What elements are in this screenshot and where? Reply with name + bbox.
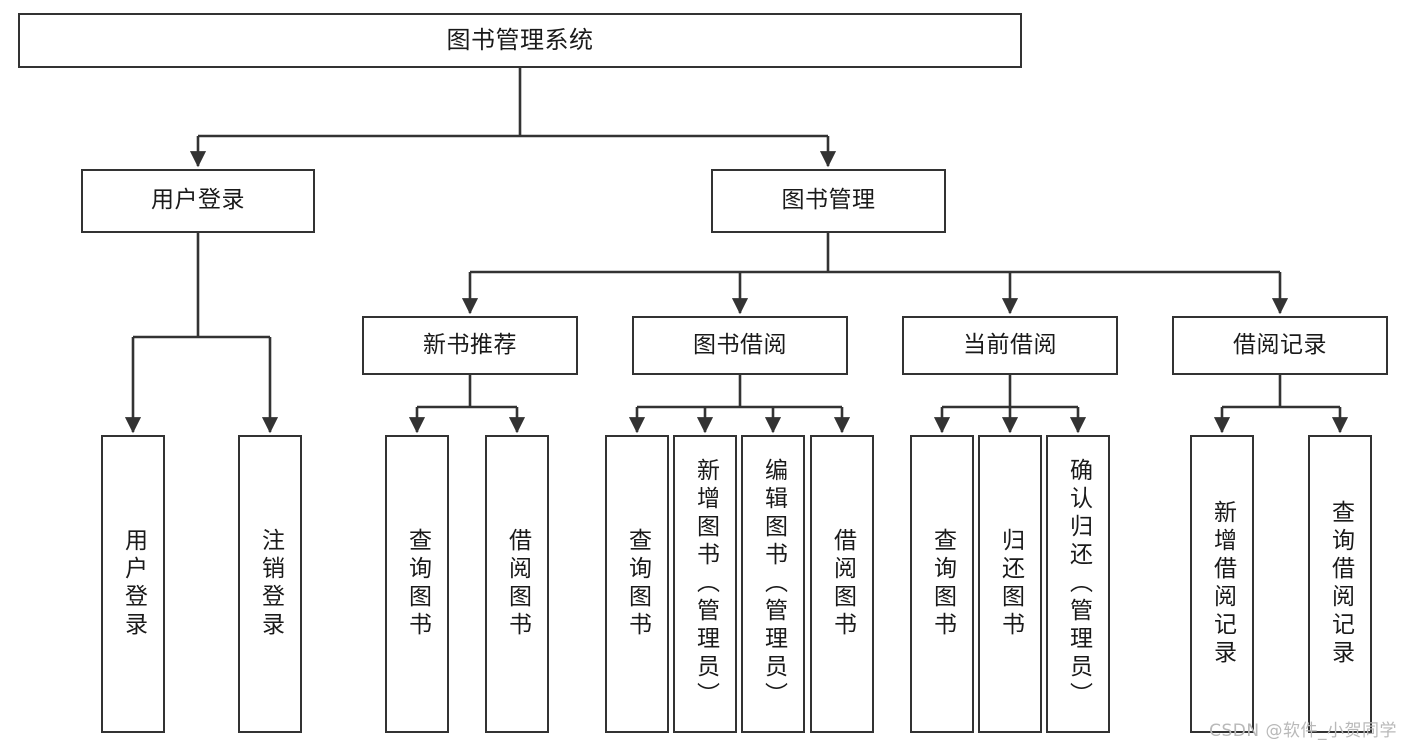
leaf-logout-login[interactable]: 注销登录 xyxy=(238,435,302,733)
node-label: 用户登录 xyxy=(151,187,245,214)
node-label: 图书管理系统 xyxy=(446,26,594,55)
leaf-confirm-return-admin[interactable]: 确认归还（管理员） xyxy=(1046,435,1110,733)
leaf-add-borrow-record[interactable]: 新增借阅记录 xyxy=(1190,435,1254,733)
node-book-borrow[interactable]: 图书借阅 xyxy=(632,316,848,375)
node-borrow-record[interactable]: 借阅记录 xyxy=(1172,316,1388,375)
node-label: 编辑图书（管理员） xyxy=(760,458,787,710)
leaf-user-login[interactable]: 用户登录 xyxy=(101,435,165,733)
node-label: 图书借阅 xyxy=(693,331,787,358)
node-label: 注销登录 xyxy=(257,528,284,640)
leaf-query-book-1[interactable]: 查询图书 xyxy=(385,435,449,733)
node-label: 确认归还（管理员） xyxy=(1065,458,1092,710)
node-label: 新增图书（管理员） xyxy=(692,458,719,710)
node-label: 查询图书 xyxy=(929,528,956,640)
node-label: 查询图书 xyxy=(404,528,431,640)
node-label: 查询图书 xyxy=(624,528,651,640)
leaf-query-book-2[interactable]: 查询图书 xyxy=(605,435,669,733)
node-label: 图书管理 xyxy=(781,187,876,214)
node-label: 借阅图书 xyxy=(504,528,531,640)
node-label: 当前借阅 xyxy=(963,331,1057,358)
leaf-borrow-book-2[interactable]: 借阅图书 xyxy=(810,435,874,733)
node-label: 归还图书 xyxy=(997,528,1024,640)
node-label: 新书推荐 xyxy=(423,331,517,358)
node-label: 新增借阅记录 xyxy=(1209,500,1236,668)
leaf-return-book[interactable]: 归还图书 xyxy=(978,435,1042,733)
node-label: 借阅记录 xyxy=(1233,331,1327,358)
node-root-book-management-system[interactable]: 图书管理系统 xyxy=(18,13,1022,68)
leaf-query-borrow-record[interactable]: 查询借阅记录 xyxy=(1308,435,1372,733)
leaf-add-book-admin[interactable]: 新增图书（管理员） xyxy=(673,435,737,733)
node-label: 查询借阅记录 xyxy=(1327,500,1354,668)
leaf-query-book-3[interactable]: 查询图书 xyxy=(910,435,974,733)
node-new-book-recommend[interactable]: 新书推荐 xyxy=(362,316,578,375)
node-label: 用户登录 xyxy=(120,528,147,640)
node-current-borrow[interactable]: 当前借阅 xyxy=(902,316,1118,375)
node-user-login[interactable]: 用户登录 xyxy=(81,169,315,233)
leaf-borrow-book-1[interactable]: 借阅图书 xyxy=(485,435,549,733)
leaf-edit-book-admin[interactable]: 编辑图书（管理员） xyxy=(741,435,805,733)
node-label: 借阅图书 xyxy=(829,528,856,640)
watermark-text: CSDN @软件_小贺同学 xyxy=(1209,721,1397,741)
node-book-management[interactable]: 图书管理 xyxy=(711,169,946,233)
